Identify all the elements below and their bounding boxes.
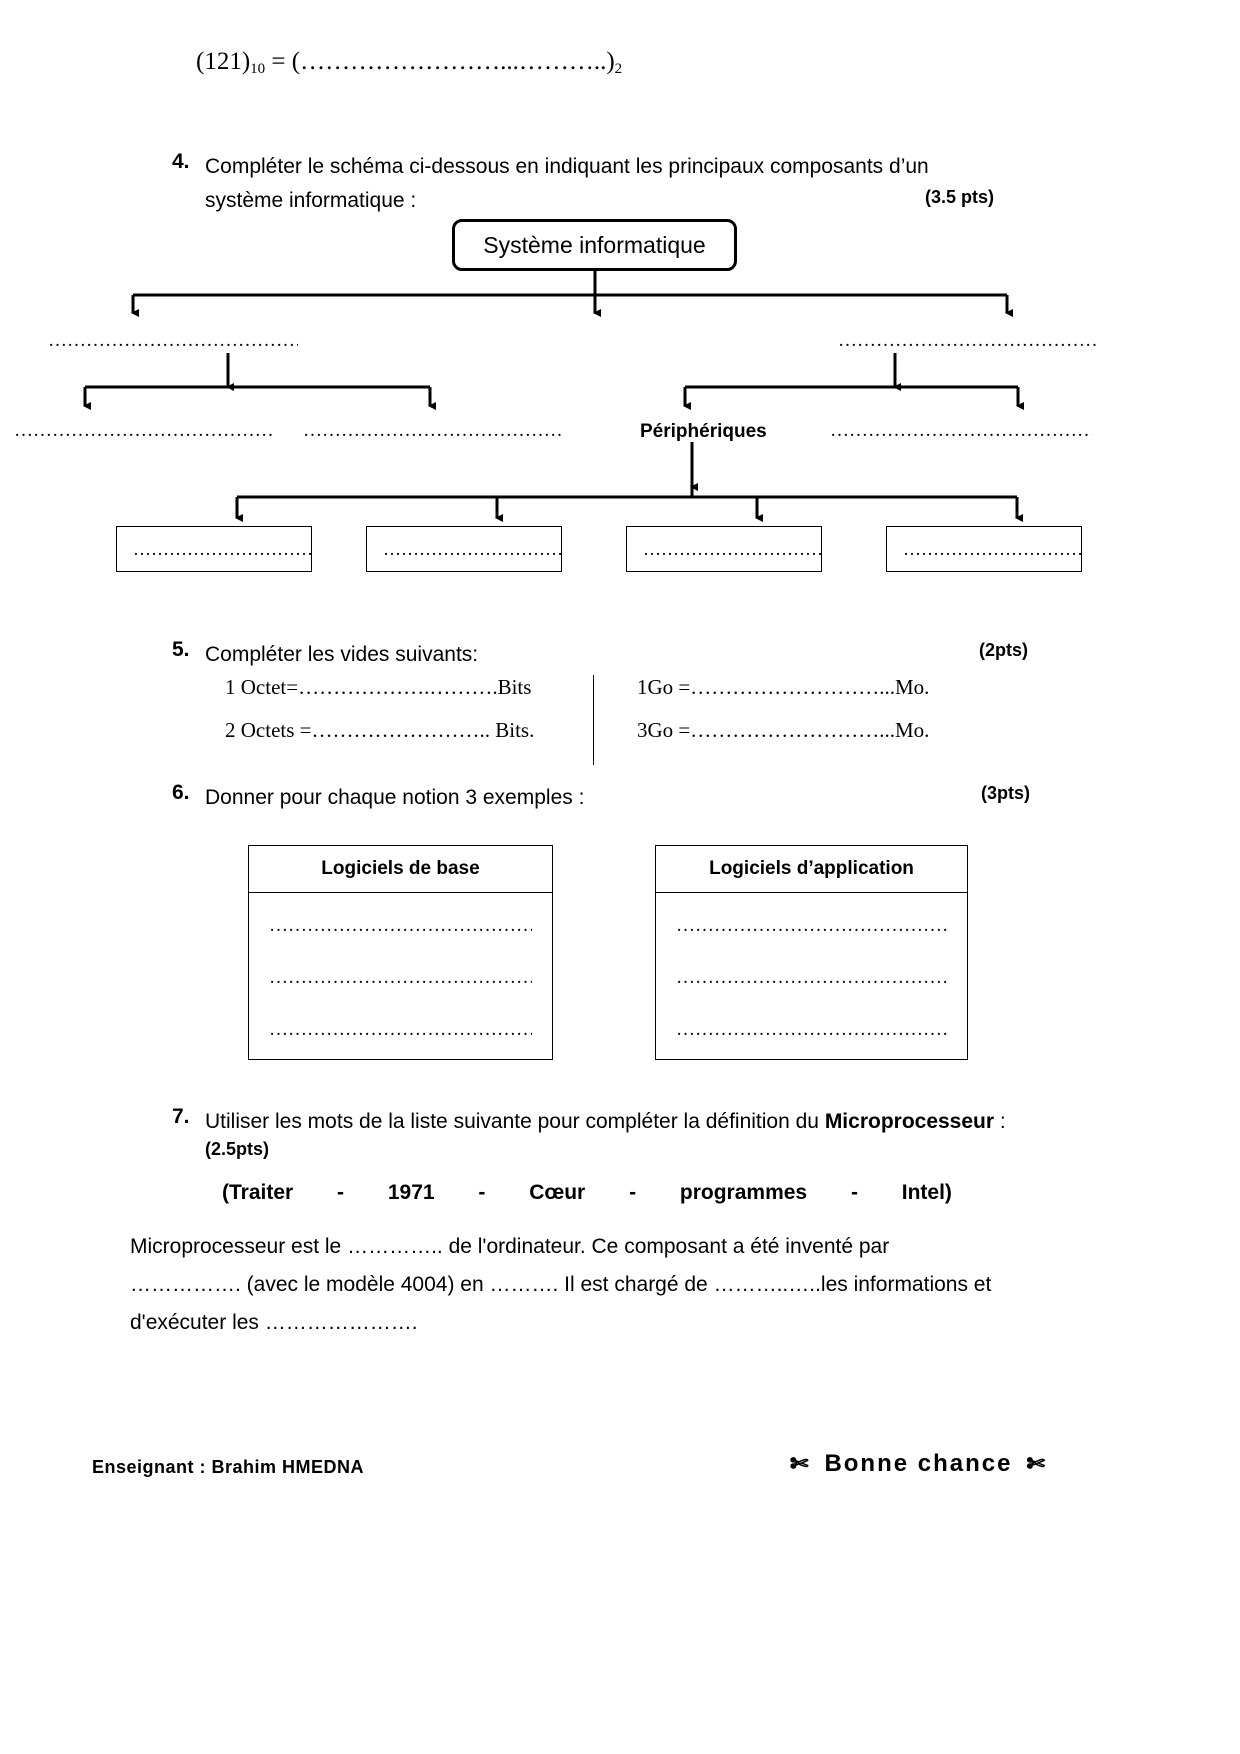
q5-left-row-2[interactable]: 2 Octets =…………………….. Bits.: [225, 718, 535, 742]
question-4-number: 4.: [172, 150, 190, 173]
logiciels-de-base-body: ………………………………………………. ………………………………………………. …: [249, 893, 552, 1041]
word-list-item-1: (Traiter: [222, 1181, 294, 1204]
scissors-ornament-right-icon: ✄: [1026, 1451, 1047, 1476]
diagram-blank-level1-right[interactable]: ………………………………………: [838, 330, 1096, 351]
logiciels-application-row-3[interactable]: ……………………………………………….: [676, 1019, 947, 1040]
binary-conversion-line: (121)10 = (……………………...………..)2: [196, 48, 622, 78]
logiciels-application-row-2[interactable]: ……………………………………………….: [676, 967, 947, 988]
conversion-answer-blank: (……………………...………..): [291, 48, 615, 75]
word-list-sep-3: -: [629, 1181, 637, 1204]
diagram-blank-level2-2[interactable]: …………………………………….: [303, 420, 561, 441]
question-4-points: (3.5 pts): [925, 187, 995, 207]
question-7-text-before: Utiliser les mots de la liste suivante p…: [205, 1110, 825, 1133]
q5-right-row-1[interactable]: 1Go =………………………...Mo.: [637, 675, 930, 699]
question-7-paragraph-line2[interactable]: ……………. (avec le modèle 4004) en ………. Il …: [130, 1273, 992, 1296]
question-7-number: 7.: [172, 1105, 190, 1128]
word-list-sep-4: -: [850, 1181, 858, 1204]
question-5-points: (2pts): [979, 640, 1028, 660]
scissors-ornament-left-icon: ✄: [790, 1451, 811, 1476]
question-7-paragraph-line1[interactable]: Microprocesseur est le ………….. de l'ordin…: [130, 1235, 890, 1258]
question-5-divider: [593, 675, 594, 765]
diagram-leaf-box-1[interactable]: ……………………………: [116, 526, 312, 572]
question-6-number: 6.: [172, 781, 190, 804]
logiciels-de-base-table: Logiciels de base ………………………………………………. ………: [248, 845, 553, 1060]
diagram-leaf-label-1: ……………………………: [133, 538, 312, 559]
logiciels-de-base-row-2[interactable]: ……………………………………………….: [269, 967, 532, 988]
word-list-item-2: 1971: [387, 1181, 435, 1204]
conversion-base-from: 10: [250, 61, 266, 77]
word-list-item-5: Intel): [901, 1181, 952, 1204]
question-5-number: 5.: [172, 638, 190, 661]
logiciels-application-table: Logiciels d’application ……………………………………………: [655, 845, 968, 1060]
logiciels-de-base-row-3[interactable]: ……………………………………………….: [269, 1019, 532, 1040]
q5-left-row-1[interactable]: 1 Octet=……………….……….Bits: [225, 675, 532, 699]
diagram-connectors: [83, 271, 1024, 522]
question-7-points: (2.5pts): [205, 1139, 270, 1159]
question-5-fill-grid: 1 Octet=……………….……….Bits 2 Octets =…………………: [225, 675, 985, 765]
question-4-text-line1: Compléter le schéma ci-dessous en indiqu…: [205, 155, 929, 178]
logiciels-de-base-row-1[interactable]: ……………………………………………….: [269, 915, 532, 936]
diagram-leaf-label-4: ……………………………: [903, 538, 1082, 559]
diagram-leaf-box-4[interactable]: ……………………………: [886, 526, 1082, 572]
diagram-leaf-box-2[interactable]: ……………………………: [366, 526, 562, 572]
system-diagram: Système informatique …………………………………… ……………: [0, 210, 1240, 600]
question-6-points: (3pts): [981, 783, 1030, 803]
question-6-text: Donner pour chaque notion 3 exemples :: [205, 786, 585, 809]
logiciels-de-base-header: Logiciels de base: [249, 846, 552, 893]
question-7-keyword: Microprocesseur: [824, 1110, 995, 1133]
question-7-paragraph: Microprocesseur est le ………….. de l'ordin…: [130, 1228, 1060, 1342]
diagram-root-box[interactable]: Système informatique: [452, 219, 737, 271]
word-list-sep-2: -: [478, 1181, 486, 1204]
diagram-blank-level2-3[interactable]: ……………………………………….: [830, 420, 1092, 441]
diagram-blank-level2-1[interactable]: …………………………………….: [14, 420, 272, 441]
diagram-blank-level1-left[interactable]: ……………………………………: [48, 330, 298, 351]
footer-good-luck: ✄ Bonne chance ✄: [790, 1450, 1047, 1478]
question-7-text: Utiliser les mots de la liste suivante p…: [205, 1105, 1025, 1139]
word-list-item-3: Cœur: [529, 1181, 586, 1204]
footer-good-luck-text: Bonne chance: [824, 1450, 1013, 1477]
question-7-paragraph-line3[interactable]: d'exécuter les ………………….: [130, 1311, 418, 1334]
question-5-text: Compléter les vides suivants:: [205, 643, 479, 666]
diagram-leaf-label-3: ……………………………: [643, 538, 822, 559]
conversion-text: (121): [196, 48, 251, 75]
question-7-text-after: :: [994, 1110, 1006, 1133]
diagram-leaf-label-2: ……………………………: [383, 538, 562, 559]
question-7-word-list: (Traiter - 1971 - Cœur - programmes - In…: [222, 1181, 952, 1205]
logiciels-application-body: ………………………………………………. ………………………………………………. …: [656, 893, 967, 1041]
diagram-node-peripheriques: Périphériques: [640, 421, 767, 442]
question-4-text-line2: système informatique :: [205, 189, 417, 212]
word-list-item-4: programmes: [679, 1181, 808, 1204]
word-list-sep-1: -: [337, 1181, 345, 1204]
equals-sign: =: [271, 48, 286, 75]
conversion-base-to: 2: [614, 61, 623, 77]
logiciels-application-header: Logiciels d’application: [656, 846, 967, 893]
diagram-leaf-box-3[interactable]: ……………………………: [626, 526, 822, 572]
footer-teacher-name: Enseignant : Brahim HMEDNA: [92, 1457, 365, 1477]
q5-right-row-2[interactable]: 3Go =………………………...Mo.: [637, 718, 930, 742]
logiciels-application-row-1[interactable]: ……………………………………………….: [676, 915, 947, 936]
diagram-root-label: Système informatique: [483, 231, 706, 258]
